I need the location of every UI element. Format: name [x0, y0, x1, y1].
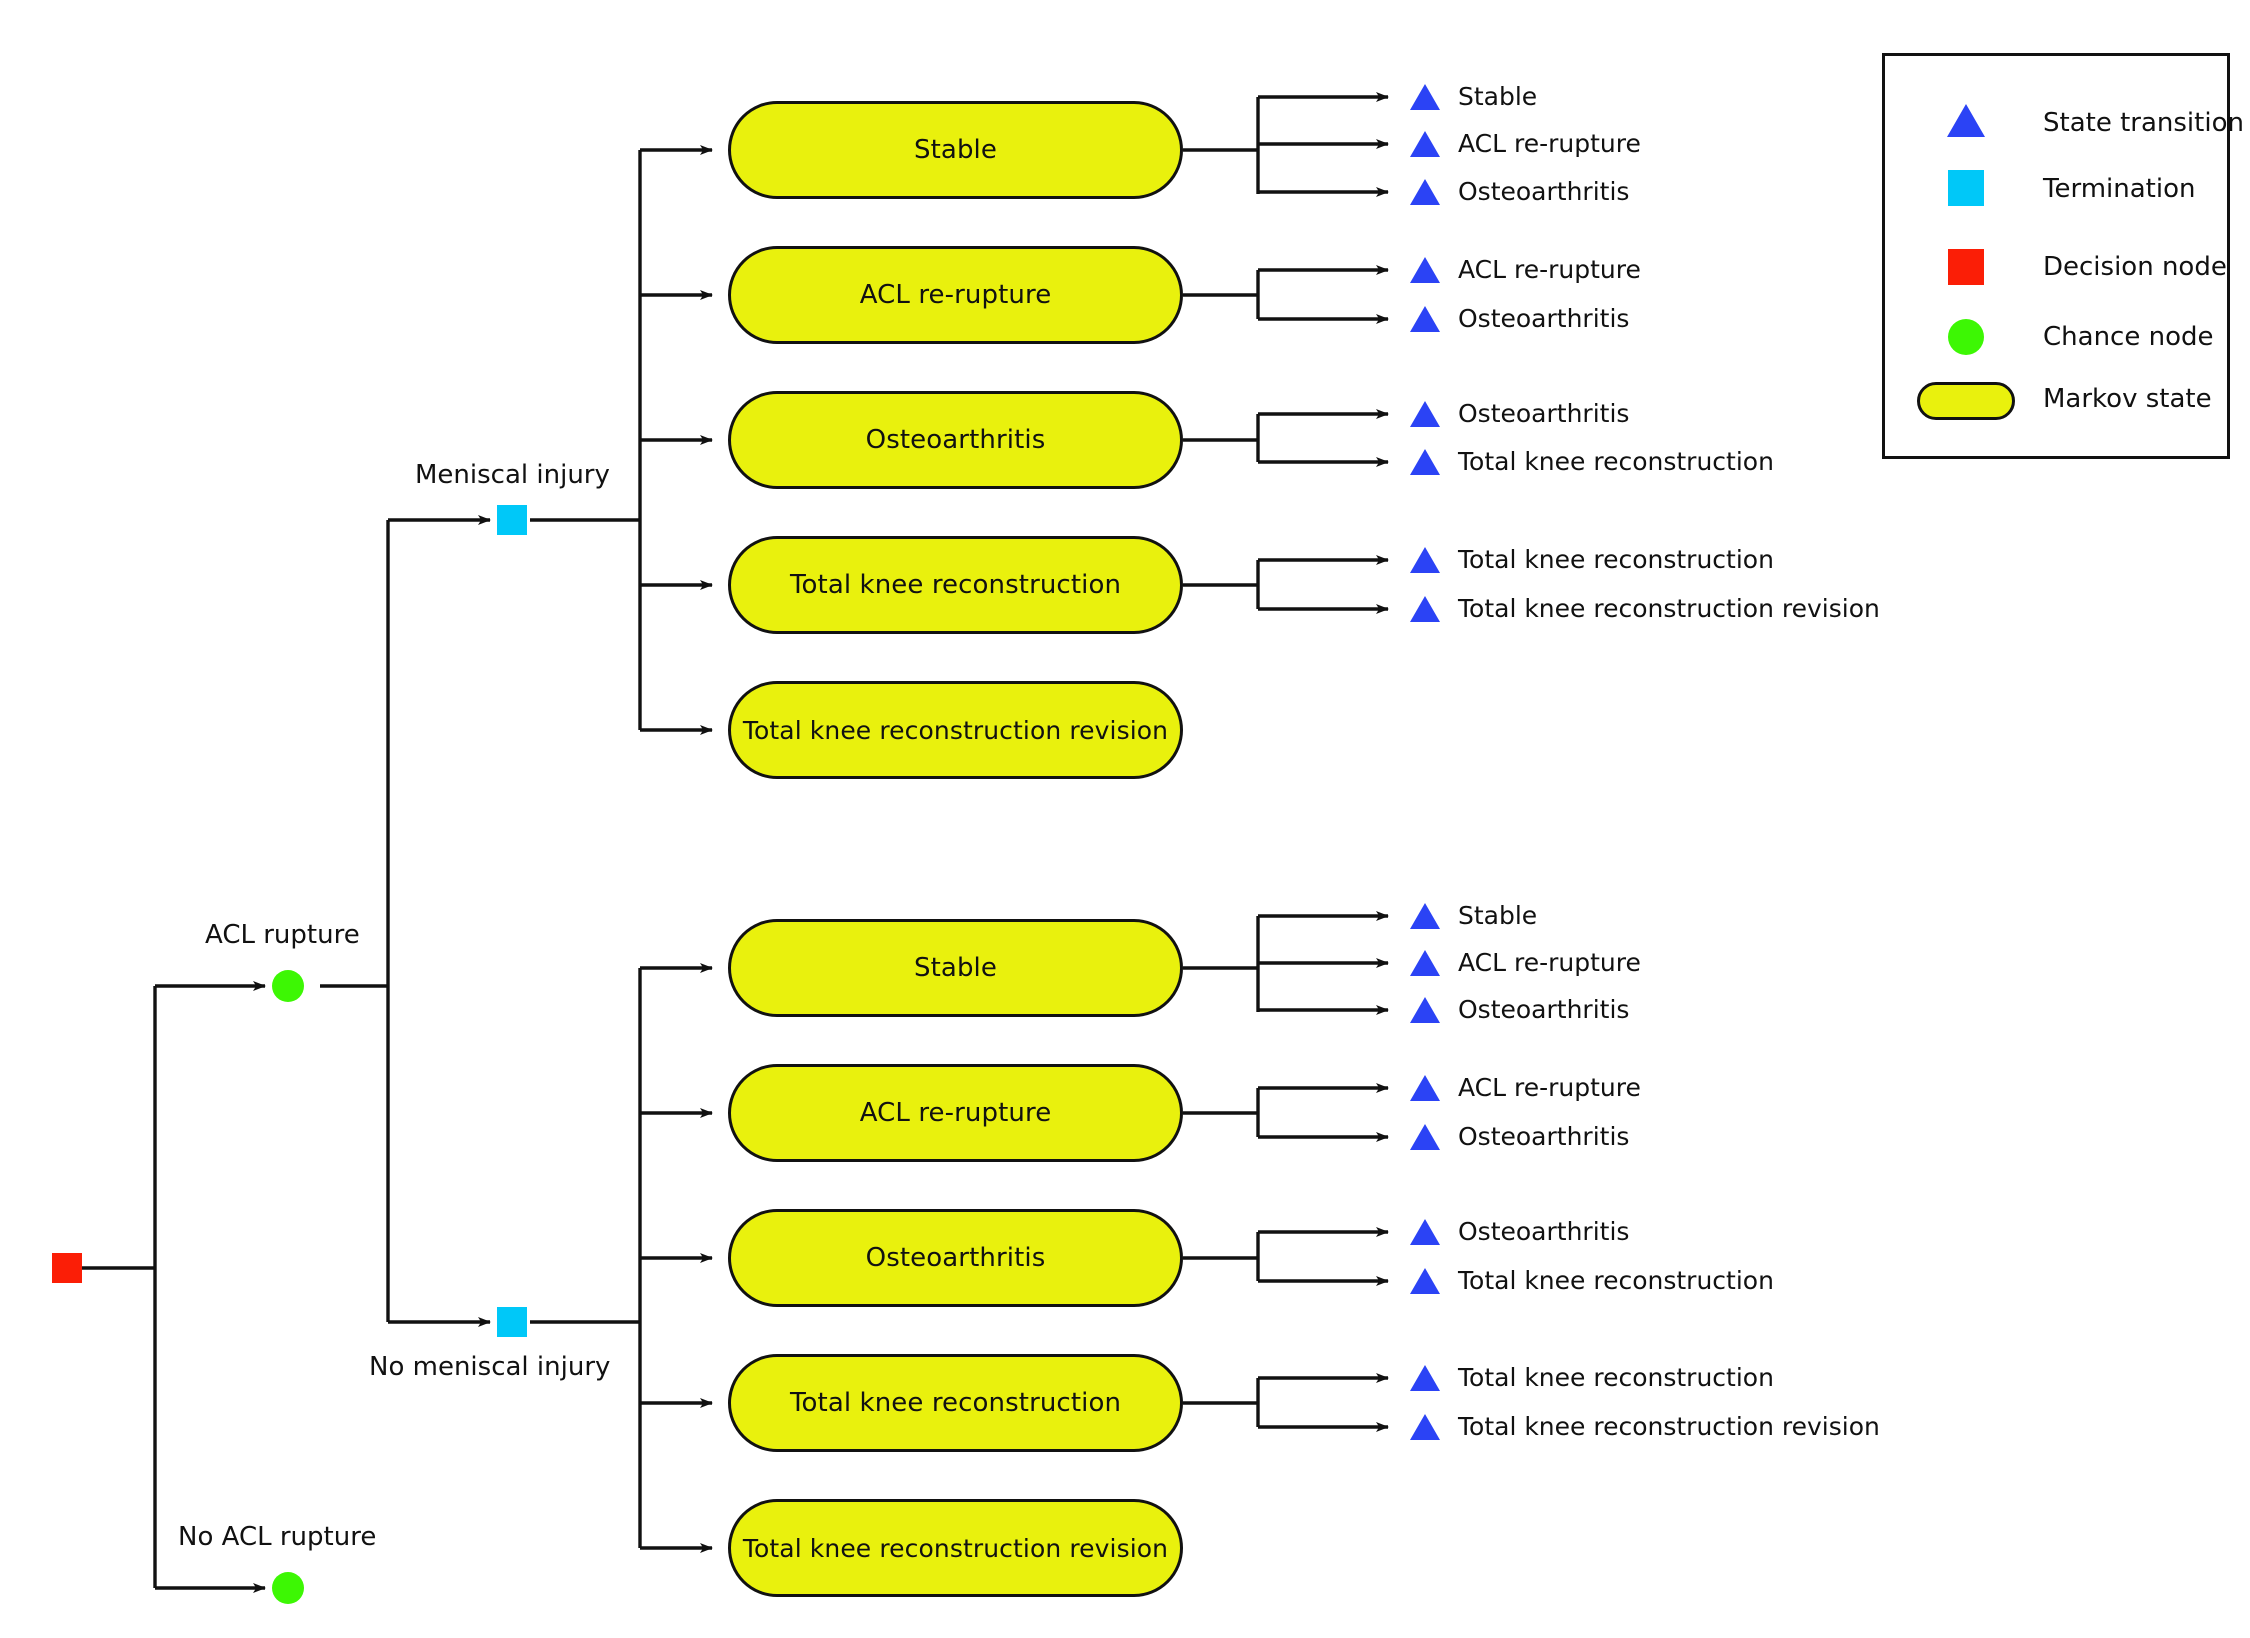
legend-panel: State transition Termination Decision no… [1882, 53, 2244, 459]
markov-state-bottom-total-knee-reconstruction-revision[interactable]: Total knee reconstruction revision [728, 1499, 1183, 1597]
chance-node-no-acl-rupture[interactable] [272, 1572, 304, 1604]
state-transition-icon [1410, 84, 1440, 110]
markov-state-bottom-total-knee-reconstruction[interactable]: Total knee reconstruction [728, 1354, 1183, 1452]
state-transition-icon [1410, 1365, 1440, 1391]
markov-state-bottom-acl-re-rupture[interactable]: ACL re-rupture [728, 1064, 1183, 1162]
markov-state-bottom-osteoarthritis[interactable]: Osteoarthritis [728, 1209, 1183, 1307]
state-transition-icon [1410, 950, 1440, 976]
terminal-label: Osteoarthritis [1458, 304, 1630, 333]
termination-node-meniscal-injury[interactable] [497, 505, 527, 535]
decision-node-root[interactable] [52, 1253, 82, 1283]
branch-label-acl-rupture: ACL rupture [205, 920, 360, 950]
termination-icon [1948, 170, 1984, 206]
markov-state-bottom-stable[interactable]: Stable [728, 919, 1183, 1017]
state-transition-icon [1410, 1268, 1440, 1294]
markov-state-icon [1917, 382, 2015, 420]
terminal-label: Total knee reconstruction [1458, 1363, 1774, 1392]
terminal-label: Total knee reconstruction revision [1458, 594, 1880, 623]
markov-state-top-osteoarthritis[interactable]: Osteoarthritis [728, 391, 1183, 489]
legend-label: Chance node [2043, 322, 2214, 352]
markov-state-top-stable[interactable]: Stable [728, 101, 1183, 199]
terminal-label: ACL re-rupture [1458, 1073, 1641, 1102]
markov-state-top-total-knee-reconstruction[interactable]: Total knee reconstruction [728, 536, 1183, 634]
legend-label: State transition [2043, 108, 2244, 138]
state-transition-icon [1410, 449, 1440, 475]
state-transition-icon [1410, 997, 1440, 1023]
branch-label-meniscal-injury: Meniscal injury [415, 460, 610, 490]
terminal-label: ACL re-rupture [1458, 948, 1641, 977]
terminal-label: Total knee reconstruction [1458, 545, 1774, 574]
terminal-label: Stable [1458, 82, 1538, 111]
termination-node-no-meniscal-injury[interactable] [497, 1307, 527, 1337]
terminal-label: Total knee reconstruction [1458, 1266, 1774, 1295]
terminal-label: ACL re-rupture [1458, 129, 1641, 158]
legend-item-state-transition: State transition [1885, 98, 2244, 146]
terminal-label: Osteoarthritis [1458, 177, 1630, 206]
terminal-label: Total knee reconstruction revision [1458, 1412, 1880, 1441]
terminal-label: Osteoarthritis [1458, 399, 1630, 428]
state-transition-icon [1410, 1075, 1440, 1101]
state-transition-icon [1410, 257, 1440, 283]
state-transition-icon [1410, 131, 1440, 157]
decision-node-icon [1948, 249, 1984, 285]
state-transition-icon [1410, 306, 1440, 332]
state-transition-icon [1410, 401, 1440, 427]
legend-item-chance-node: Chance node [1885, 319, 2227, 374]
branch-label-no-acl-rupture: No ACL rupture [178, 1522, 377, 1552]
state-transition-icon [1410, 179, 1440, 205]
state-transition-icon [1410, 1219, 1440, 1245]
markov-state-top-acl-re-rupture[interactable]: ACL re-rupture [728, 246, 1183, 344]
state-transition-icon [1410, 1124, 1440, 1150]
terminal-label: Total knee reconstruction [1458, 447, 1774, 476]
state-transition-icon [1410, 903, 1440, 929]
legend-label: Markov state [2043, 384, 2212, 414]
state-transition-icon [1410, 547, 1440, 573]
state-transition-icon [1410, 596, 1440, 622]
state-transition-icon [1947, 104, 1985, 137]
legend-label: Termination [2043, 174, 2196, 204]
legend-item-markov-state: Markov state [1885, 382, 2227, 444]
markov-state-top-total-knee-reconstruction-revision[interactable]: Total knee reconstruction revision [728, 681, 1183, 779]
terminal-label: Osteoarthritis [1458, 1122, 1630, 1151]
legend-label: Decision node [2043, 252, 2227, 282]
branch-label-no-meniscal-injury: No meniscal injury [369, 1352, 611, 1382]
terminal-label: Stable [1458, 901, 1538, 930]
terminal-label: Osteoarthritis [1458, 1217, 1630, 1246]
legend-item-decision-node: Decision node [1885, 249, 2227, 307]
terminal-label: Osteoarthritis [1458, 995, 1630, 1024]
chance-node-icon [1948, 319, 1984, 355]
legend-item-termination: Termination [1885, 166, 2227, 214]
state-transition-icon [1410, 1414, 1440, 1440]
chance-node-acl-rupture[interactable] [272, 970, 304, 1002]
terminal-label: ACL re-rupture [1458, 255, 1641, 284]
